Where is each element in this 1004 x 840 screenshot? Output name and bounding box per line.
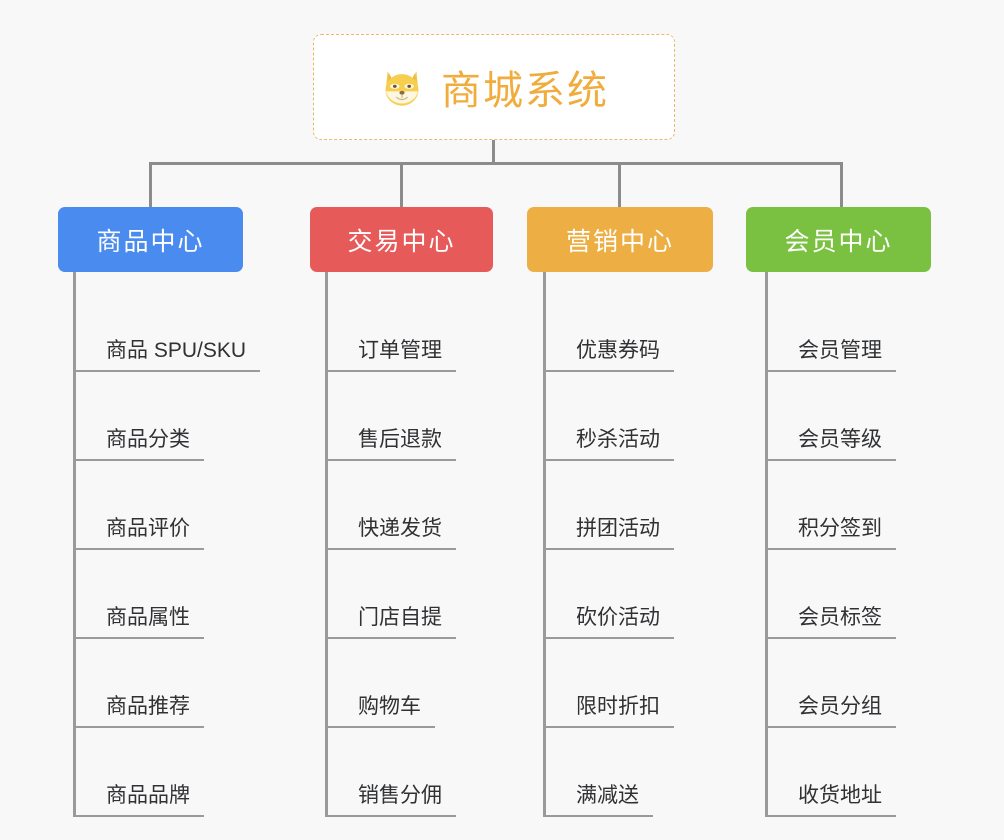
column-rail — [543, 283, 546, 817]
item-label: 优惠券码 — [543, 340, 674, 372]
list-item[interactable]: 购物车 — [325, 639, 456, 728]
item-label: 销售分佣 — [325, 785, 456, 817]
category-label-product-center: 商品中心 — [96, 227, 205, 256]
item-column-product-center: 商品 SPU/SKU 商品分类 商品评价 商品属性 商品推荐 商品品牌 — [73, 283, 261, 817]
item-label: 订单管理 — [325, 340, 456, 372]
list-item[interactable]: 商品属性 — [73, 550, 260, 639]
category-label-member-center: 会员中心 — [784, 227, 893, 256]
list-item[interactable]: 限时折扣 — [543, 639, 674, 728]
list-item[interactable]: 满减送 — [543, 728, 674, 817]
item-column-trade-center: 订单管理 售后退款 快递发货 门店自提 购物车 销售分佣 — [325, 283, 456, 817]
list-item[interactable]: 会员管理 — [765, 283, 896, 372]
list-item[interactable]: 商品分类 — [73, 372, 260, 461]
item-column-marketing-center: 优惠券码 秒杀活动 拼团活动 砍价活动 限时折扣 满减送 — [543, 283, 674, 817]
item-label: 购物车 — [325, 696, 435, 728]
item-label: 砍价活动 — [543, 607, 674, 639]
category-box-marketing-center[interactable]: 营销中心 — [527, 207, 713, 272]
item-label: 会员标签 — [765, 607, 896, 639]
item-label: 商品推荐 — [73, 696, 204, 728]
item-label: 快递发货 — [325, 518, 456, 550]
list-item[interactable]: 商品品牌 — [73, 728, 260, 817]
list-item[interactable]: 优惠券码 — [543, 283, 674, 372]
connector-stem-trade-center — [325, 272, 328, 285]
root-node-card[interactable]: 商城系统 — [313, 34, 675, 140]
category-label-trade-center: 交易中心 — [347, 227, 456, 256]
list-item[interactable]: 门店自提 — [325, 550, 456, 639]
item-label: 商品分类 — [73, 429, 204, 461]
item-label: 会员分组 — [765, 696, 896, 728]
list-item[interactable]: 销售分佣 — [325, 728, 456, 817]
connector-stem-member-center — [765, 272, 768, 285]
category-box-member-center[interactable]: 会员中心 — [746, 207, 931, 272]
item-label: 商品评价 — [73, 518, 204, 550]
column-rail — [73, 283, 76, 817]
item-label: 满减送 — [543, 785, 653, 817]
root-node-title: 商城系统 — [441, 69, 609, 113]
item-label: 商品 SPU/SKU — [73, 340, 261, 372]
list-item[interactable]: 会员标签 — [765, 550, 896, 639]
item-column-member-center: 会员管理 会员等级 积分签到 会员标签 会员分组 收货地址 — [765, 283, 896, 817]
item-label: 收货地址 — [765, 785, 896, 817]
connector-drop-trade-center — [400, 162, 403, 207]
list-item[interactable]: 砍价活动 — [543, 550, 674, 639]
list-item[interactable]: 商品 SPU/SKU — [73, 283, 261, 372]
list-item[interactable]: 秒杀活动 — [543, 372, 674, 461]
connector-drop-marketing-center — [618, 162, 621, 207]
list-item[interactable]: 拼团活动 — [543, 461, 674, 550]
connector-stem-marketing-center — [543, 272, 546, 285]
column-rail — [765, 283, 768, 817]
list-item[interactable]: 会员等级 — [765, 372, 896, 461]
item-label: 售后退款 — [325, 429, 456, 461]
item-label: 拼团活动 — [543, 518, 674, 550]
list-item[interactable]: 商品评价 — [73, 461, 260, 550]
connector-drop-product-center — [149, 162, 152, 207]
item-label: 商品属性 — [73, 607, 204, 639]
connector-horizontal-bus — [149, 162, 842, 165]
column-rail — [325, 283, 328, 817]
list-item[interactable]: 快递发货 — [325, 461, 456, 550]
connector-root-stem — [492, 140, 495, 164]
category-box-product-center[interactable]: 商品中心 — [58, 207, 243, 272]
category-label-marketing-center: 营销中心 — [565, 227, 674, 256]
list-item[interactable]: 会员分组 — [765, 639, 896, 728]
list-item[interactable]: 收货地址 — [765, 728, 896, 817]
item-label: 会员等级 — [765, 429, 896, 461]
list-item[interactable]: 售后退款 — [325, 372, 456, 461]
list-item[interactable]: 商品推荐 — [73, 639, 260, 728]
item-label: 积分签到 — [765, 518, 896, 550]
item-label: 限时折扣 — [543, 696, 674, 728]
item-label: 商品品牌 — [73, 785, 204, 817]
item-label: 门店自提 — [325, 607, 456, 639]
connector-stem-product-center — [73, 272, 76, 285]
list-item[interactable]: 订单管理 — [325, 283, 456, 372]
list-item[interactable]: 积分签到 — [765, 461, 896, 550]
category-box-trade-center[interactable]: 交易中心 — [310, 207, 493, 272]
item-label: 秒杀活动 — [543, 429, 674, 461]
shiba-dog-face-icon — [379, 64, 425, 110]
connector-drop-member-center — [840, 162, 843, 207]
item-label: 会员管理 — [765, 340, 896, 372]
